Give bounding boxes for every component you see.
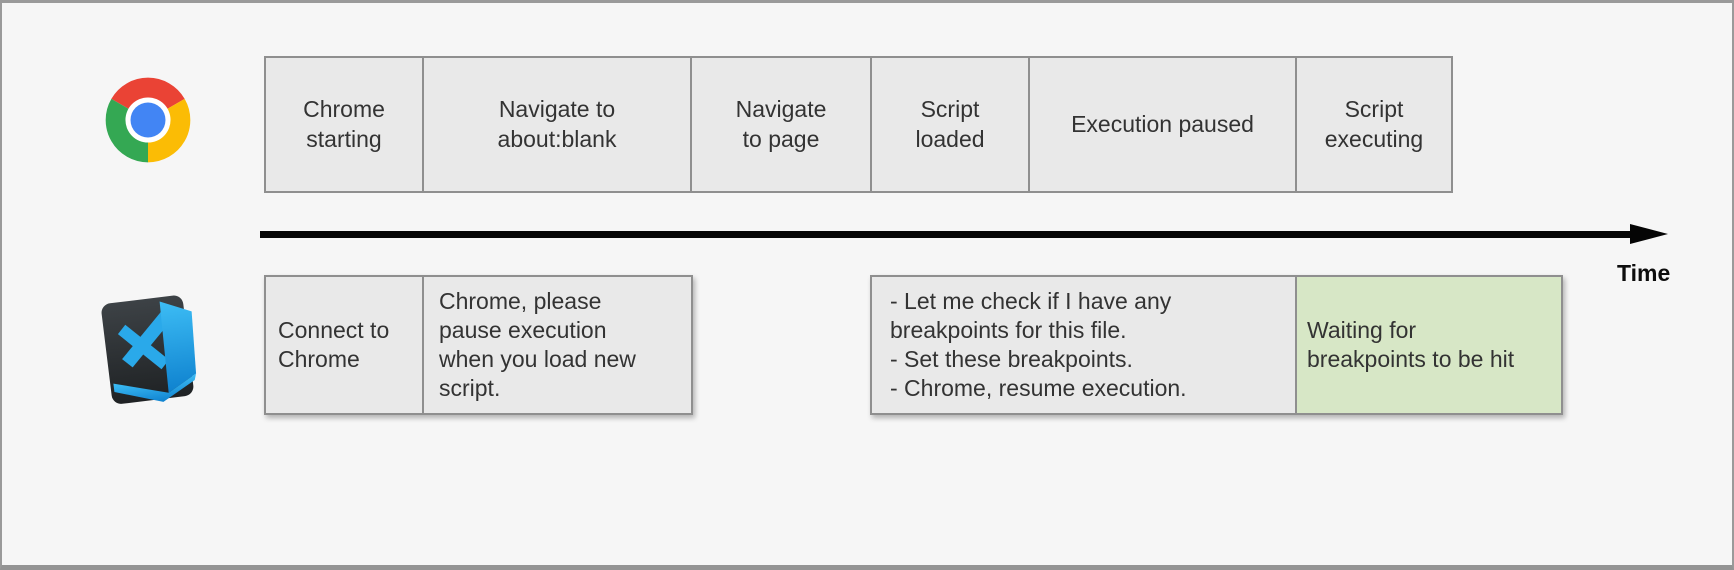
time-axis-label: Time (1617, 260, 1671, 286)
chrome-state-box: Script loaded (870, 58, 1028, 191)
chrome-icon (105, 77, 191, 163)
chrome-state-box: Navigate to page (690, 58, 870, 191)
chrome-state-box: Script executing (1295, 58, 1451, 191)
chrome-state-box: Navigate to about:blank (422, 58, 690, 191)
timeline-arrow-line (260, 231, 1630, 238)
vscode-connect-group: Connect to Chrome Chrome, please pause e… (264, 275, 693, 415)
vscode-action-box: Chrome, please pause execution when you … (422, 277, 691, 413)
timeline-arrow-head (1630, 224, 1668, 244)
vscode-breakpoints-group: - Let me check if I have any breakpoints… (870, 275, 1563, 415)
vscode-icon (101, 295, 197, 404)
vscode-action-box: - Let me check if I have any breakpoints… (872, 277, 1295, 413)
chrome-state-box: Execution paused (1028, 58, 1295, 191)
vscode-waiting-box: Waiting for breakpoints to be hit (1295, 277, 1561, 413)
chrome-state-box: Chrome starting (266, 58, 422, 191)
vscode-action-box: Connect to Chrome (266, 277, 422, 413)
chrome-state-row: Chrome starting Navigate to about:blank … (264, 56, 1453, 193)
